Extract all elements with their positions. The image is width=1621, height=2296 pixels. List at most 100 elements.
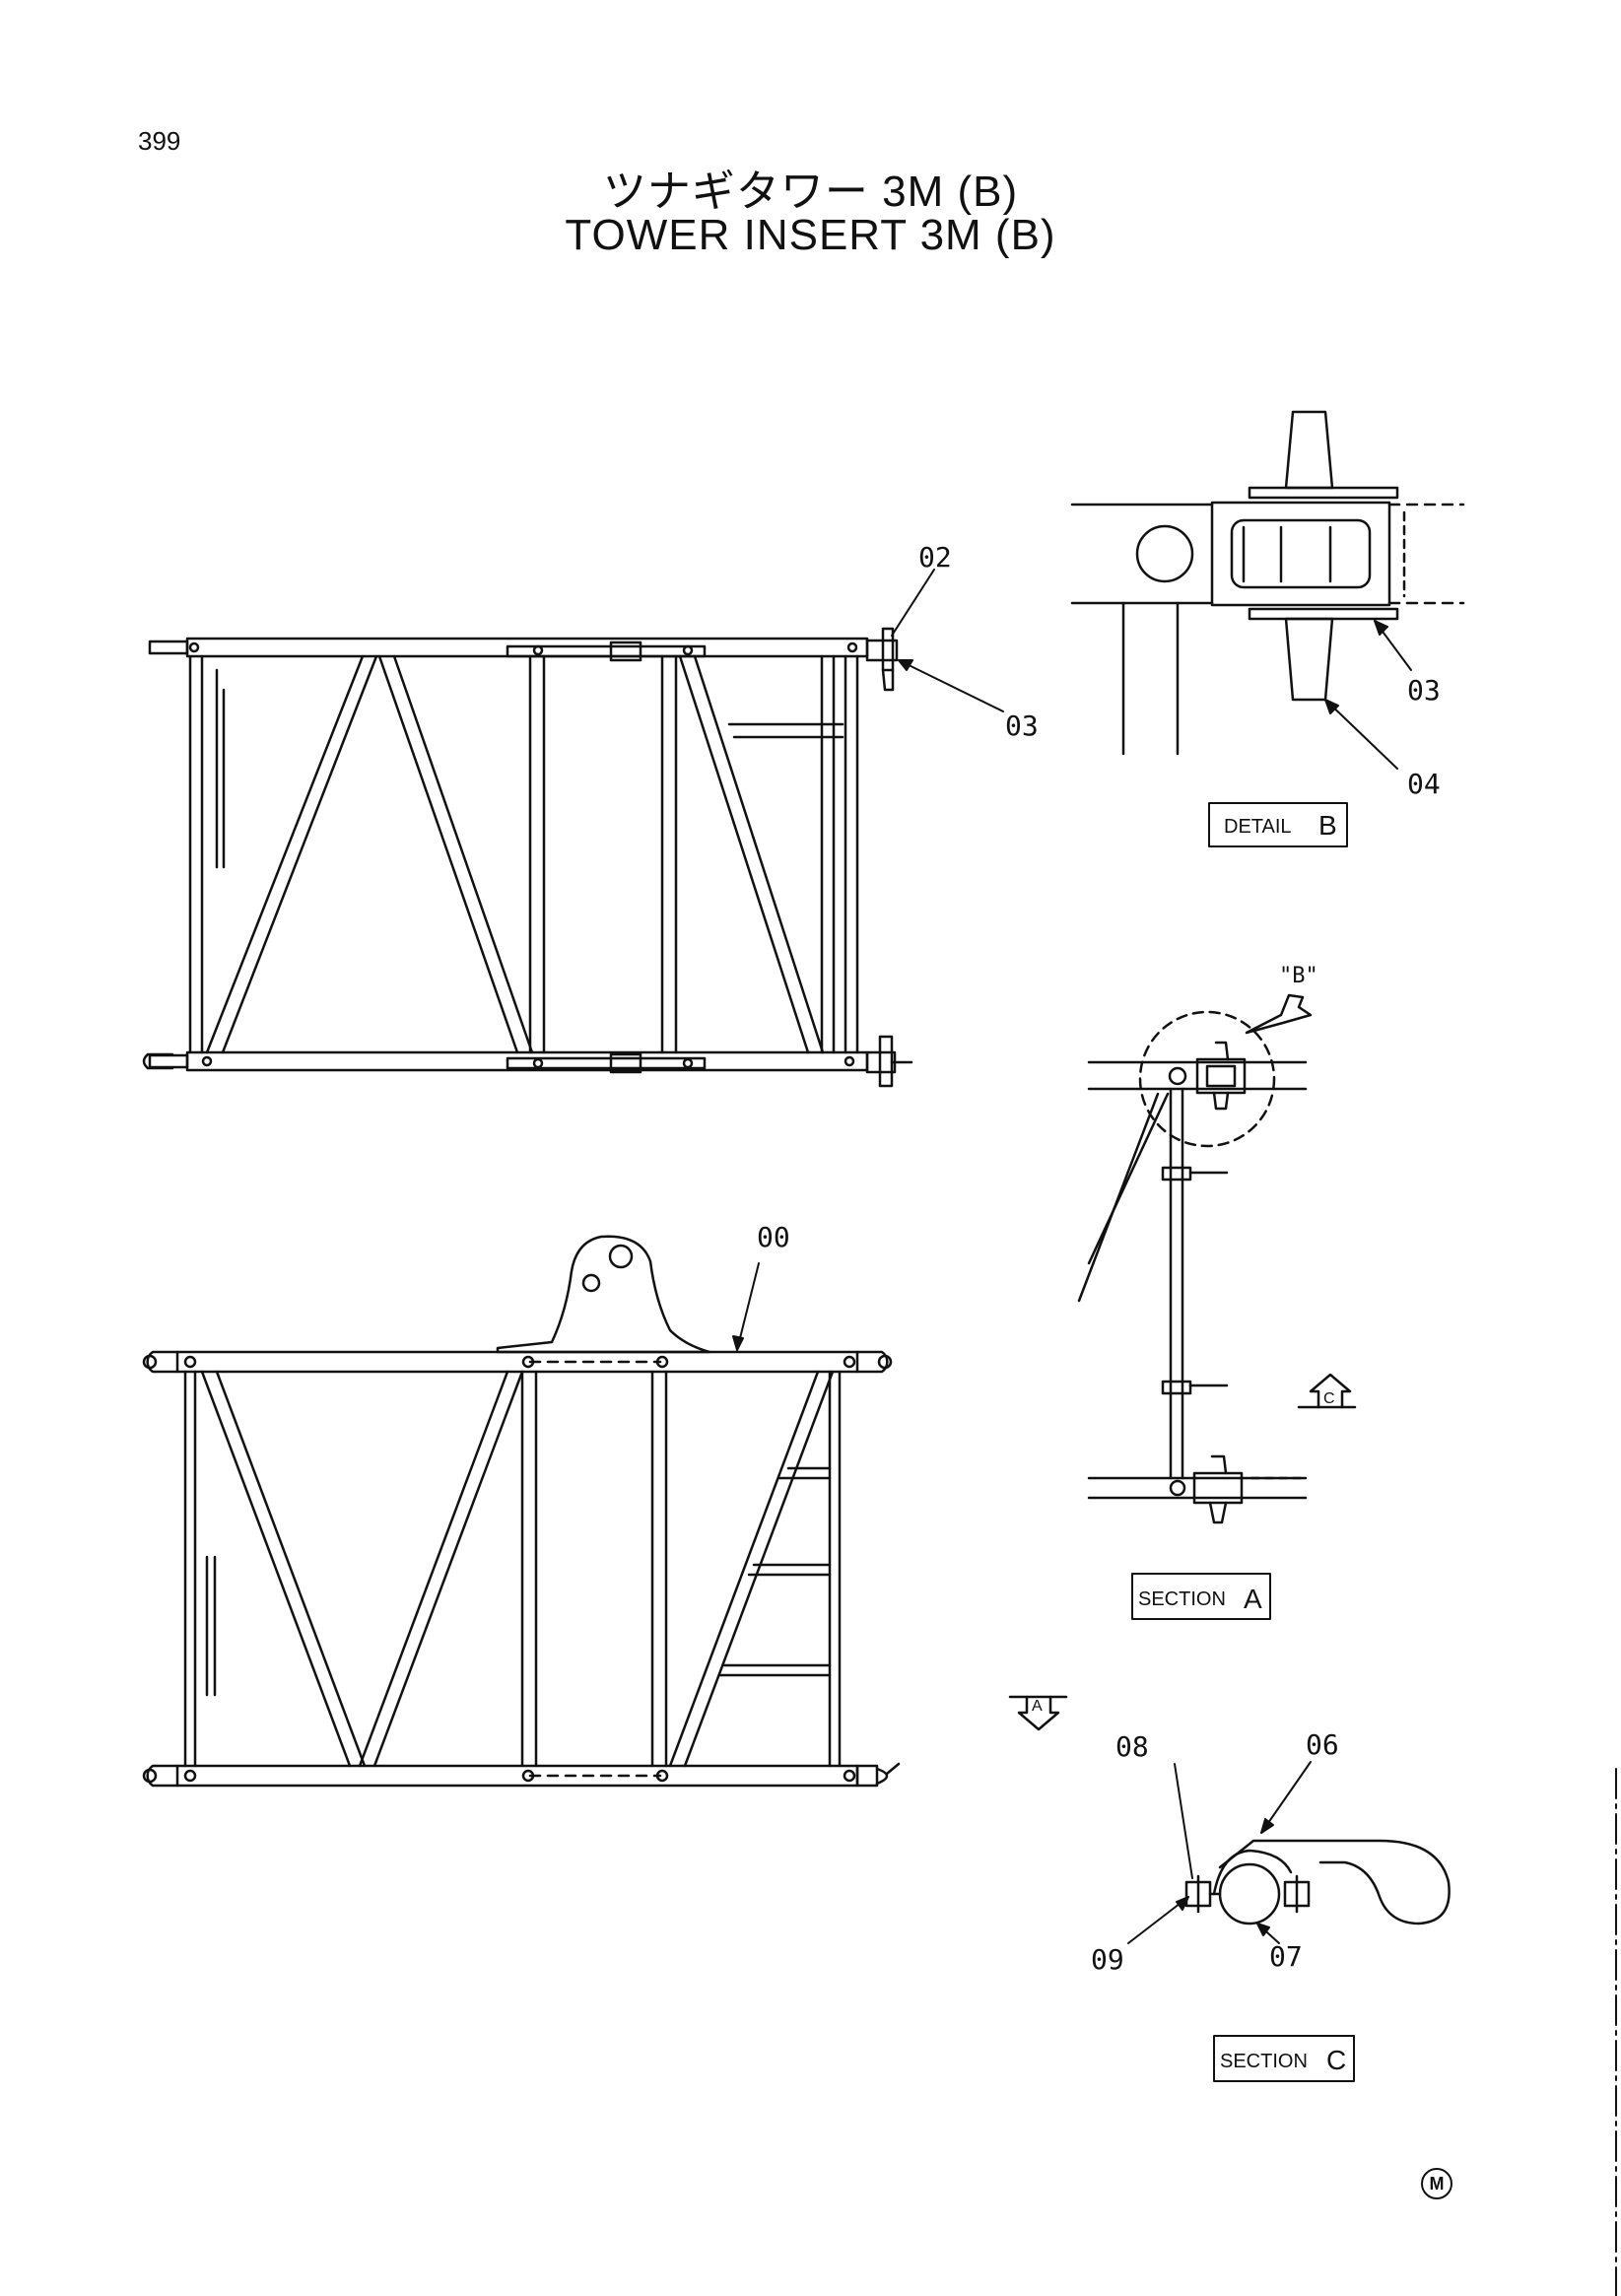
arrowhead [1324,699,1339,714]
top-gusset [506,644,707,658]
reference-circle-b [1138,1010,1276,1148]
clevis-inner [1230,518,1372,589]
callout-09: 09 [1091,1943,1124,1976]
arrowhead [1374,620,1388,636]
section-arrow-c [1297,1373,1357,1409]
section-c-word: SECTION [1220,2051,1308,2072]
detail-b-view [1070,410,1465,756]
bottom-plan-view [142,1235,901,1788]
view-arrow-b [1245,993,1313,1035]
pin-hole [682,1057,694,1069]
left-pin-bottom [148,1053,189,1069]
callout-06: 06 [1306,1728,1339,1761]
pin-hole [521,1355,535,1369]
clevis-pin [1212,1041,1230,1111]
top-side-view [142,627,913,1088]
pin-hole [521,1769,535,1783]
arrowhead [732,1335,744,1351]
arrow-shape [1017,1695,1060,1731]
clamp [1161,1380,1192,1395]
leader-08 [1174,1763,1193,1879]
eye-hole [142,1354,158,1370]
washer-bottom [1248,607,1399,621]
pin-hole [682,644,694,656]
diagonal [205,654,365,1054]
callout-03-main: 03 [1005,709,1039,742]
pin-hole [532,1057,544,1069]
pin-hole [201,1055,213,1067]
pin-hole [1168,1066,1187,1086]
left-pin-top [148,640,189,655]
pin-hole [183,1769,197,1783]
m-mark: M [1421,2168,1452,2199]
diagonal [1087,1092,1170,1265]
lifting-bracket [496,1235,711,1354]
page-number: 399 [138,126,181,156]
section-a-view [1077,993,1313,1524]
section-arrow-a-letter: A [1032,1698,1043,1715]
section-c-box [1213,2035,1355,2082]
clevis-block [1192,1471,1244,1505]
callout-04: 04 [1407,768,1441,800]
washer-top [1248,486,1399,500]
leader-04 [1324,699,1398,770]
left-fork-bottom [142,1052,174,1070]
section-arrow-a [1008,1695,1068,1731]
detail-b-word: DETAIL [1224,816,1292,838]
eye-hole [877,1354,893,1370]
eye-end [146,1350,179,1374]
clevis-inner [1205,1064,1237,1088]
eye-end [855,1350,889,1374]
eye-end [146,1764,179,1788]
clevis-pin-bottom [878,1035,894,1088]
gusset-plate [609,641,642,662]
pin-head-bottom [1284,617,1334,702]
top-chord [175,1350,859,1374]
leader-03-main [898,659,1004,712]
pin-hole [844,1055,855,1067]
section-a-box [1131,1573,1271,1620]
arrowhead [1176,1896,1189,1911]
diagonal [377,654,519,1054]
section-a-letter: A [1244,1584,1262,1614]
diagonal [678,654,810,1054]
diagonal [215,1370,367,1768]
pin-hole [1169,1479,1186,1497]
callout-00: 00 [757,1221,790,1253]
detail-b-letter: B [1318,810,1337,841]
bottom-chord [175,1764,859,1788]
tube-section [1135,524,1194,583]
diagonal [221,654,378,1054]
view-reference-b: "B" [1279,964,1318,988]
gusset-plate [609,1052,642,1074]
arrowhead [1260,1818,1274,1834]
clevis-block [1210,501,1391,607]
pin-head-top [1284,410,1334,490]
clamp-band [1212,1849,1293,1896]
detail-b-box [1208,802,1348,847]
pin-hole [655,1355,669,1369]
title-japanese: ツナギタワー 3M (B) [602,168,1019,216]
eye-hole [142,1768,158,1784]
bracket-plate [1218,1839,1451,1925]
tube-section [1218,1862,1281,1925]
callout-02: 02 [918,541,952,574]
callout-07: 07 [1269,1940,1303,1973]
clevis-pin [1208,1454,1228,1524]
hook-end [855,1764,879,1788]
section-c-letter: C [1326,2045,1346,2075]
clevis-pin-top [881,627,895,672]
clevis-block [1195,1057,1247,1095]
bracket-hole [608,1244,634,1269]
leader-lines [732,569,1412,1944]
diagonal [392,654,534,1054]
diagonal [200,1370,352,1768]
pin-hole [846,642,858,653]
bracket-hole [581,1273,601,1293]
leader-00 [736,1262,760,1351]
diagonal [358,1370,509,1768]
pin-hole [532,644,544,656]
title-english: TOWER INSERT 3M (B) [565,211,1056,259]
bottom-gusset [506,1056,707,1070]
